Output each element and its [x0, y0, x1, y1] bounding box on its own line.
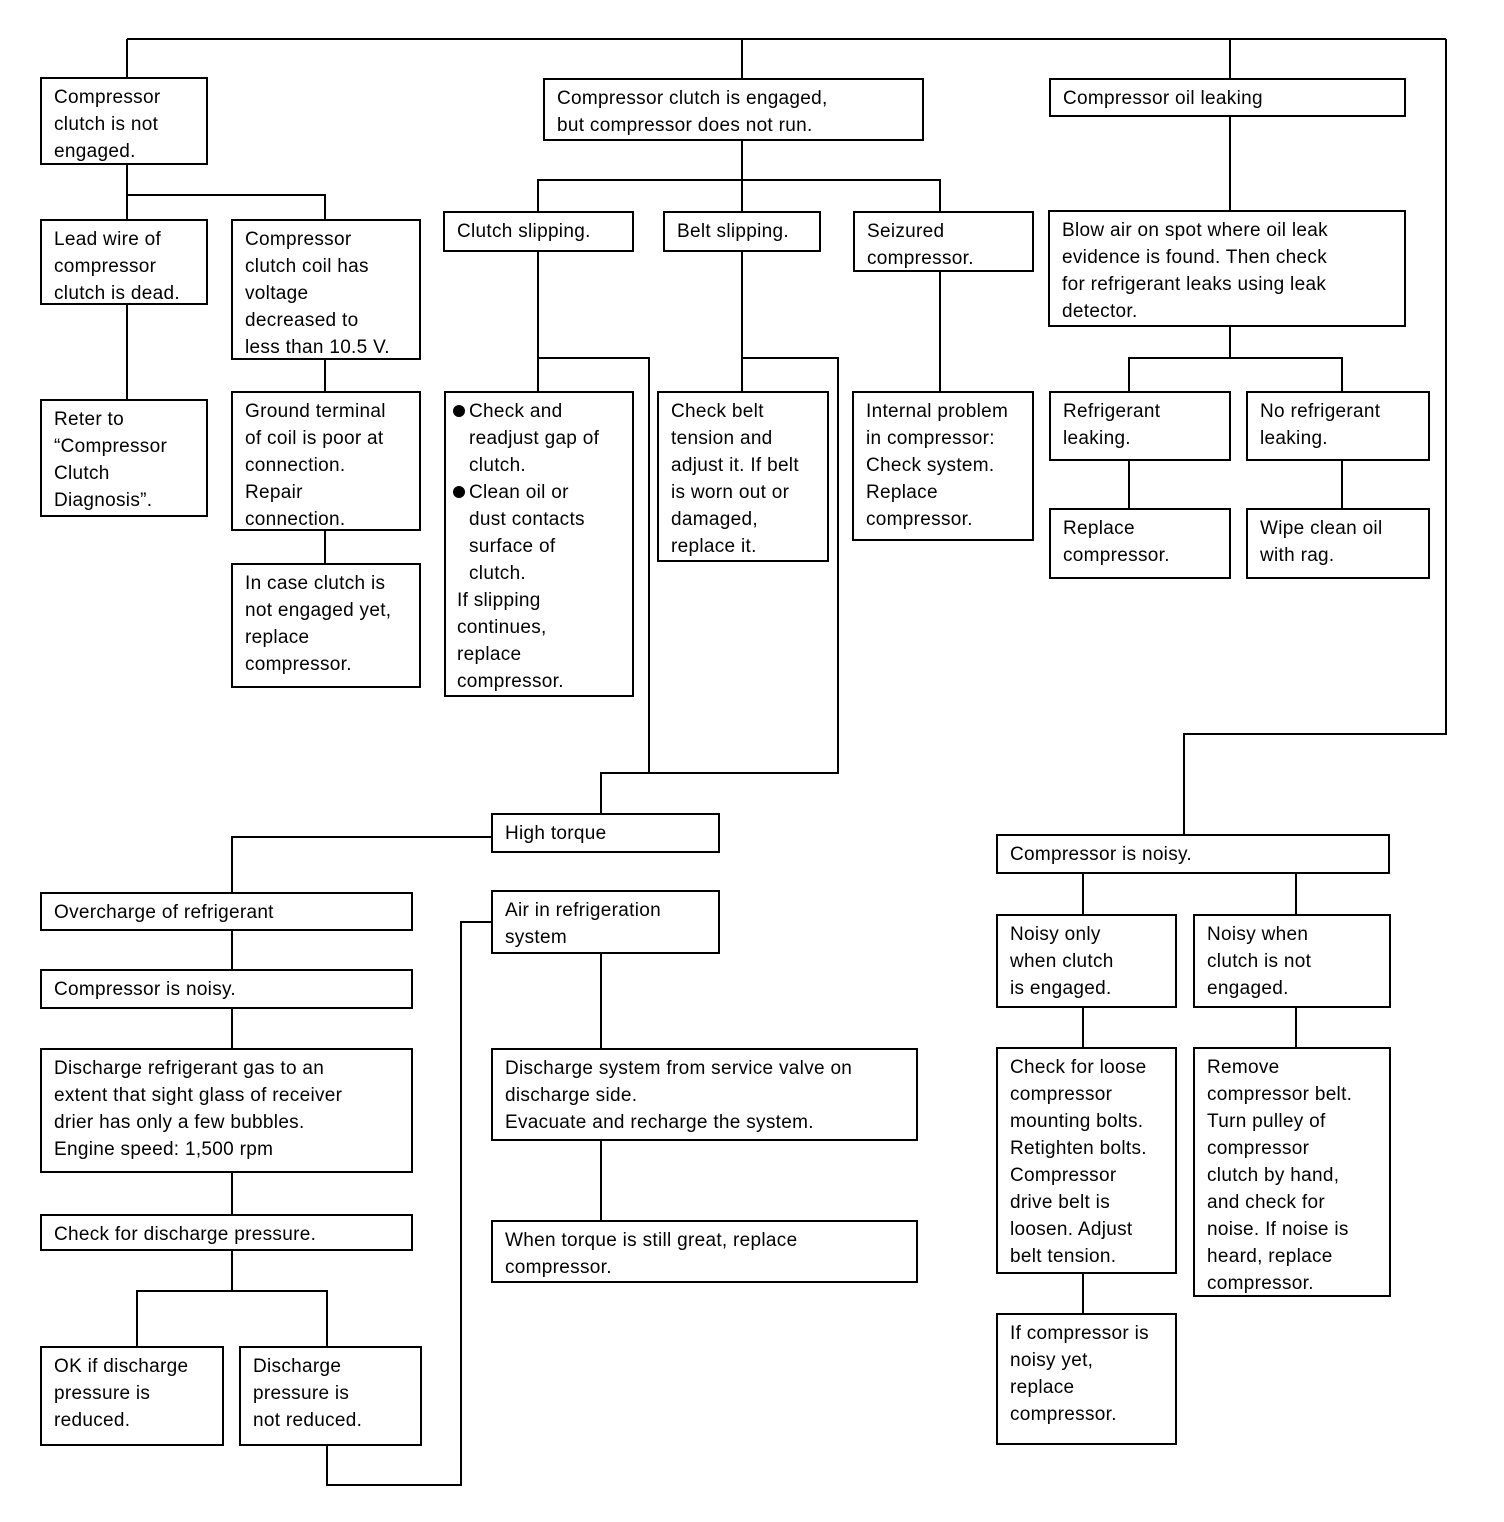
node-check-loose-bolts: Check for loose compressor mounting bolt…: [996, 1047, 1177, 1274]
bullet-icon: [453, 486, 465, 498]
node-text: Internal problem in compressor: Check sy…: [866, 401, 1009, 530]
node-discharge-system: Discharge system from service valve on d…: [491, 1048, 918, 1141]
node-noisy-yet: If compressor is noisy yet, replace comp…: [996, 1313, 1177, 1445]
node-text: Seizured compressor.: [867, 221, 974, 269]
connector: [1128, 357, 1343, 391]
connector: [326, 921, 491, 1486]
node-text: Discharge system from service valve on d…: [505, 1058, 853, 1133]
connector: [231, 836, 491, 892]
node-refrigerant-leaking: Refrigerant leaking.: [1049, 391, 1231, 461]
node-text: No refrigerant leaking.: [1260, 401, 1381, 449]
node-text: Lead wire of compressor clutch is dead.: [54, 229, 180, 304]
node-high-torque: High torque: [491, 813, 720, 853]
node-wipe-clean: Wipe clean oil with rag.: [1246, 508, 1430, 579]
node-text: If compressor is noisy yet, replace comp…: [1010, 1323, 1149, 1425]
node-ok-reduced: OK if discharge pressure is reduced.: [40, 1346, 224, 1446]
node-seizured: Seizured compressor.: [853, 211, 1034, 272]
node-blow-air: Blow air on spot where oil leak evidence…: [1048, 210, 1406, 327]
node-text: Noisy only when clutch is engaged.: [1010, 924, 1114, 999]
connector: [601, 357, 839, 774]
node-text: Air in refrigeration system: [505, 900, 661, 948]
node-text: OK if discharge pressure is reduced.: [54, 1356, 189, 1431]
node-discharge-gas: Discharge refrigerant gas to an extent t…: [40, 1048, 413, 1173]
node-noisy-right: Compressor is noisy.: [996, 834, 1390, 874]
node-text: Discharge pressure is not reduced.: [253, 1356, 363, 1431]
node-belt-slipping: Belt slipping.: [663, 211, 821, 252]
node-not-reduced: Discharge pressure is not reduced.: [239, 1346, 422, 1446]
node-text: When torque is still great, replace comp…: [505, 1230, 798, 1278]
connector: [127, 194, 326, 219]
node-no-refrigerant-leaking: No refrigerant leaking.: [1246, 391, 1430, 461]
bullet-item: Clean oil or dust contacts surface of cl…: [453, 479, 620, 587]
bullet-text: Clean oil or dust contacts surface of cl…: [469, 482, 585, 584]
bullet-text: Check and readjust gap of clutch.: [469, 401, 600, 476]
node-text: Check belt tension and adjust it. If bel…: [671, 401, 799, 557]
node-clutch-not-engaged-yet: In case clutch is not engaged yet, repla…: [231, 563, 421, 688]
node-clutch-slipping: Clutch slipping.: [443, 211, 634, 252]
node-internal-problem: Internal problem in compressor: Check sy…: [852, 391, 1034, 541]
node-refer-diagnosis: Reter to “Compressor Clutch Diagnosis”.: [40, 399, 208, 517]
node-overcharge: Overcharge of refrigerant: [40, 892, 413, 931]
connector: [136, 1290, 328, 1346]
bullet-icon: [453, 405, 465, 417]
node-check-belt: Check belt tension and adjust it. If bel…: [657, 391, 829, 562]
node-text: Overcharge of refrigerant: [54, 902, 274, 923]
node-text: Compressor oil leaking: [1063, 88, 1263, 109]
node-replace-compressor-leak: Replace compressor.: [1049, 508, 1231, 579]
node-lead-wire-dead: Lead wire of compressor clutch is dead.: [40, 219, 208, 305]
node-clutch-not-engaged: Compressor clutch is not engaged.: [40, 77, 208, 165]
node-text: Belt slipping.: [677, 221, 789, 242]
node-text: Blow air on spot where oil leak evidence…: [1062, 220, 1328, 322]
node-text: Check for loose compressor mounting bolt…: [1010, 1057, 1147, 1267]
node-text: Wipe clean oil with rag.: [1260, 518, 1383, 566]
node-coil-voltage-low: Compressor clutch coil has voltage decre…: [231, 219, 421, 360]
node-text: Check for discharge pressure.: [54, 1224, 317, 1245]
node-noisy-engaged: Noisy only when clutch is engaged.: [996, 914, 1177, 1008]
node-check-discharge-pressure: Check for discharge pressure.: [40, 1214, 413, 1251]
connector: [537, 179, 941, 211]
node-text: Compressor clutch is engaged, but compre…: [557, 88, 828, 136]
node-clutch-check: Check and readjust gap of clutch. Clean …: [444, 391, 634, 697]
node-text: In case clutch is not engaged yet, repla…: [245, 573, 392, 675]
node-oil-leaking: Compressor oil leaking: [1049, 78, 1406, 117]
node-text: Clutch slipping.: [457, 221, 591, 242]
connector: [1183, 39, 1447, 834]
node-noisy-not-engaged: Noisy when clutch is not engaged.: [1193, 914, 1391, 1008]
node-noisy-left: Compressor is noisy.: [40, 969, 413, 1009]
node-text: High torque: [505, 823, 607, 844]
node-remove-belt: Remove compressor belt. Turn pulley of c…: [1193, 1047, 1391, 1297]
node-text: Compressor clutch coil has voltage decre…: [245, 229, 390, 358]
node-text: Discharge refrigerant gas to an extent t…: [54, 1058, 343, 1160]
node-text: Reter to “Compressor Clutch Diagnosis”.: [54, 409, 168, 511]
node-air-in-system: Air in refrigeration system: [491, 890, 720, 954]
node-text: If slipping continues, replace compresso…: [457, 590, 564, 692]
node-text: Remove compressor belt. Turn pulley of c…: [1207, 1057, 1353, 1294]
node-text: Compressor is noisy.: [54, 979, 236, 1000]
node-text: Ground terminal of coil is poor at conne…: [245, 401, 386, 530]
bullet-item: Check and readjust gap of clutch.: [453, 398, 620, 479]
node-torque-still-great: When torque is still great, replace comp…: [491, 1220, 918, 1283]
node-text: Noisy when clutch is not engaged.: [1207, 924, 1312, 999]
node-text: Refrigerant leaking.: [1063, 401, 1161, 449]
node-clutch-engaged-not-run: Compressor clutch is engaged, but compre…: [543, 78, 924, 141]
node-text: Compressor is noisy.: [1010, 844, 1192, 865]
node-text: Replace compressor.: [1063, 518, 1170, 566]
node-ground-terminal: Ground terminal of coil is poor at conne…: [231, 391, 421, 531]
node-text: Compressor clutch is not engaged.: [54, 87, 161, 162]
